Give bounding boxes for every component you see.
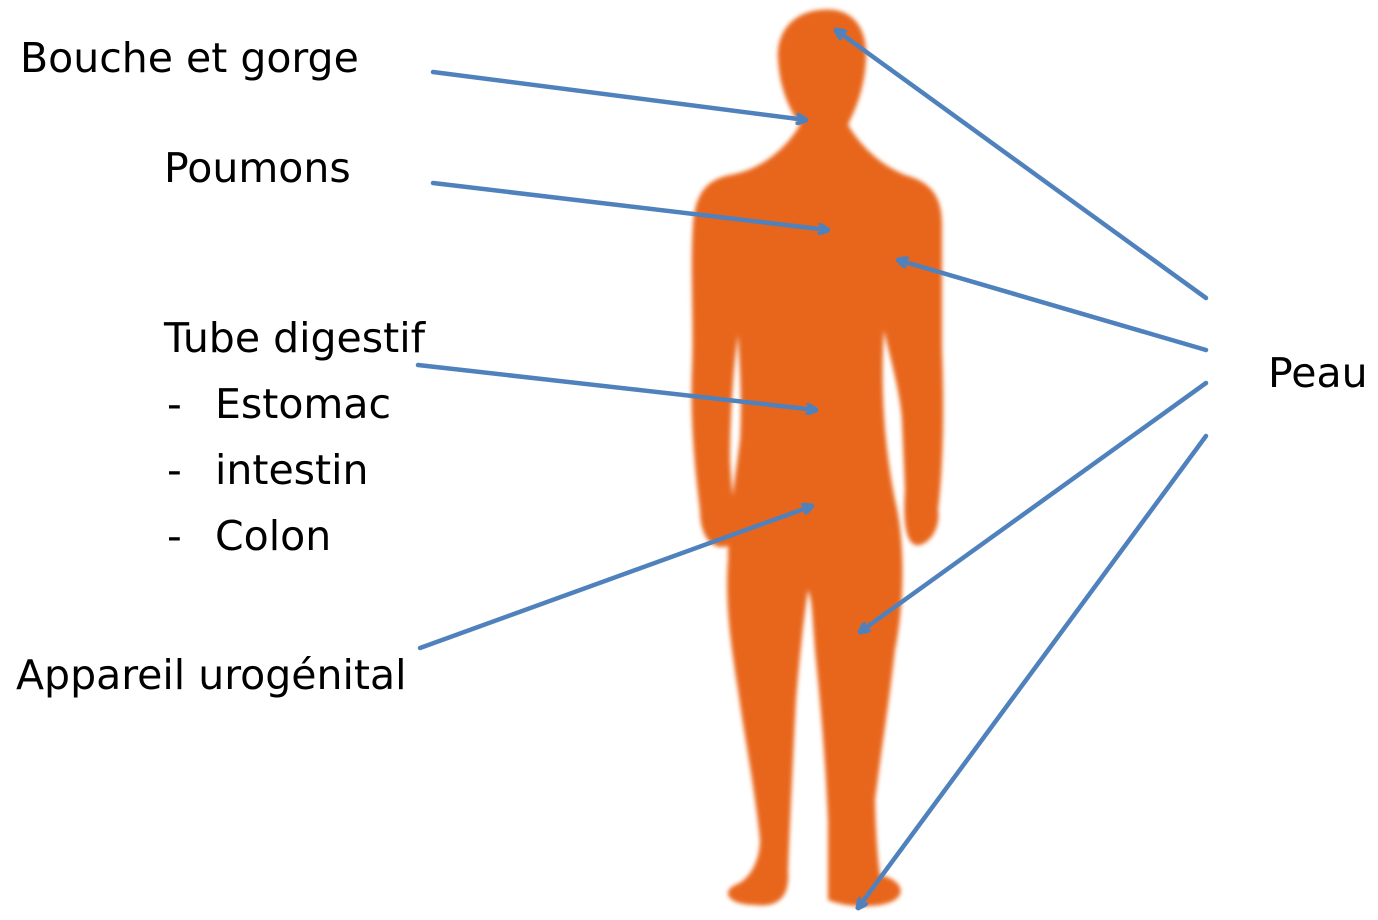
bullet-dash-stomach: - [167,384,182,425]
label-lungs: Poumons [164,148,351,189]
arrow-mouth-throat [433,72,806,120]
bullet-dash-intestine: - [167,450,182,491]
label-digestive-tract: Tube digestif [164,318,425,359]
label-colon: Colon [215,516,331,557]
bullet-dash-colon: - [167,516,182,557]
arrow-skin-arm [898,260,1206,350]
label-intestine: intestin [215,450,369,491]
human-silhouette [692,9,944,906]
label-mouth-throat: Bouche et gorge [20,38,359,79]
label-urogenital: Appareil urogénital [16,655,406,696]
label-skin: Peau [1268,353,1368,394]
label-stomach: Estomac [215,384,391,425]
